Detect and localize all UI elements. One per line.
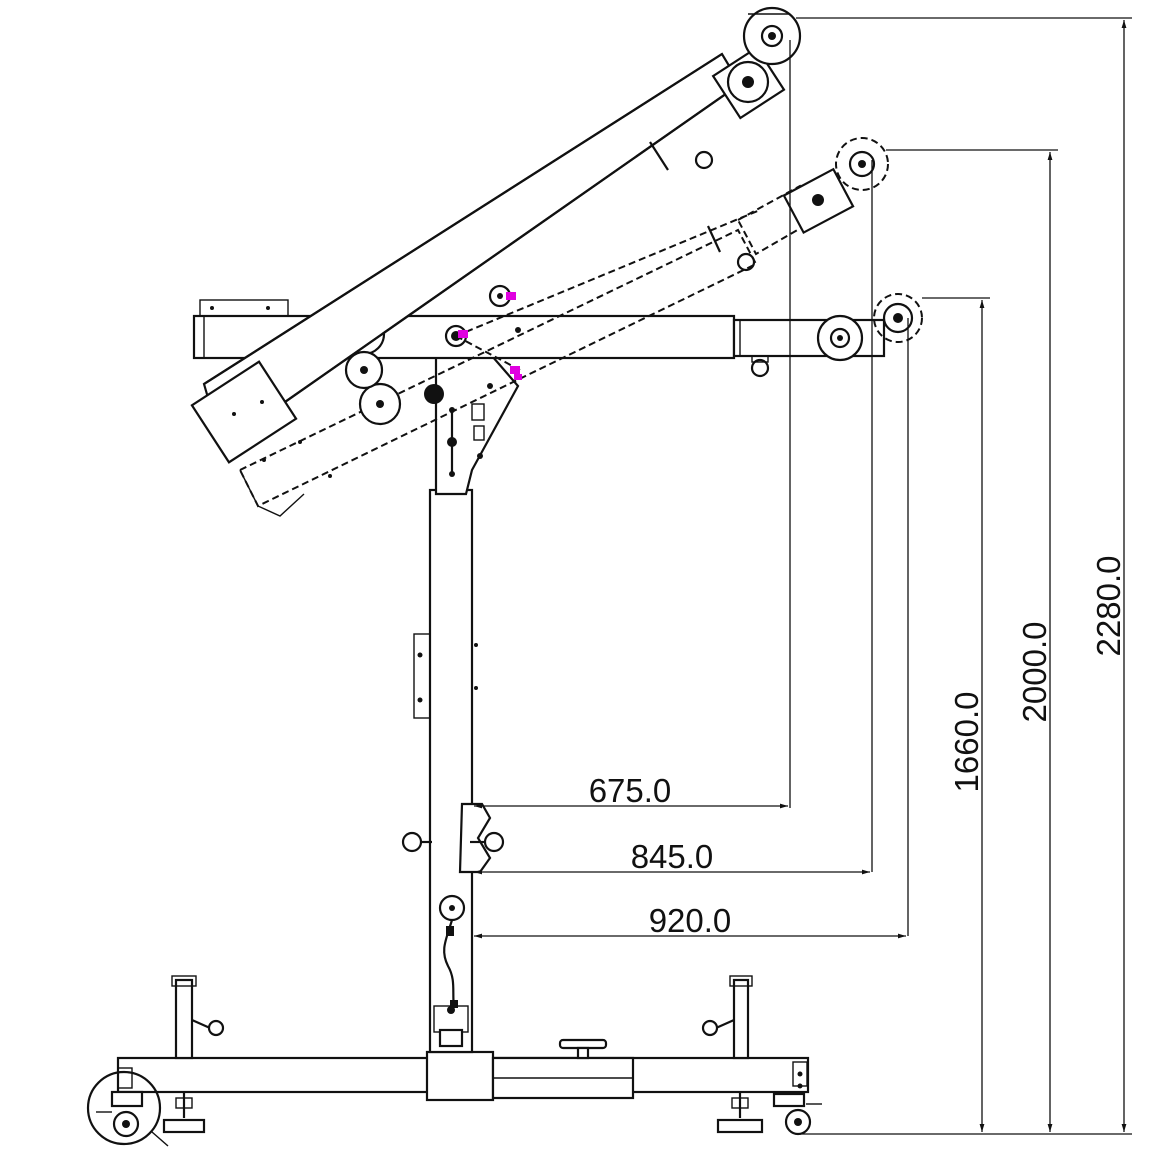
left-caster-wheel	[86, 1070, 169, 1147]
dimension-2000: 2000.0	[1016, 622, 1053, 723]
right-caster-wheel	[772, 1092, 822, 1136]
boom-raised	[190, 6, 802, 464]
boom-middle	[238, 137, 889, 517]
left-stabilizer-post	[162, 975, 225, 1134]
dimension-920: 920.0	[649, 902, 732, 939]
center-handle-knob	[558, 1038, 608, 1060]
base-frame	[116, 1050, 810, 1102]
mast-cable-pulley	[438, 894, 466, 1009]
pivot-highlights	[451, 292, 522, 380]
dimension-lines	[474, 17, 1132, 1135]
mast-head-plate	[424, 354, 520, 496]
dimension-2280: 2280.0	[1090, 556, 1127, 657]
dimension-675: 675.0	[589, 772, 672, 809]
dimension-1660: 1660.0	[948, 692, 985, 793]
right-stabilizer-post	[701, 975, 764, 1134]
mast	[413, 488, 478, 1054]
dimension-845: 845.0	[631, 838, 714, 875]
